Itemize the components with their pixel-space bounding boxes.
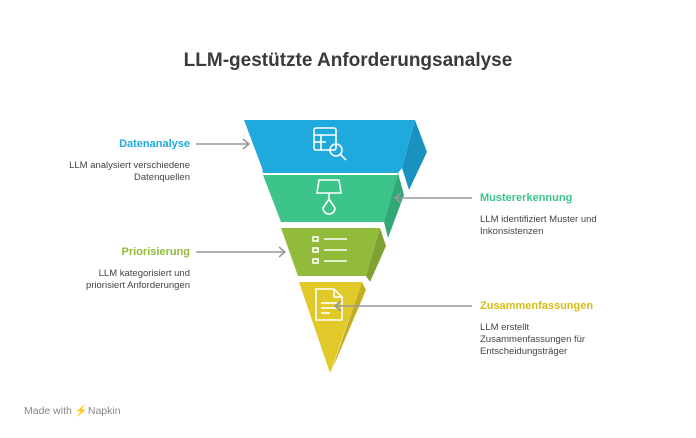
desc-line: Entscheidungsträger bbox=[480, 346, 568, 357]
stage-label-priorisierung: Priorisierung bbox=[121, 246, 190, 258]
connector-arrows bbox=[196, 138, 472, 312]
desc-line: LLM kategorisiert und bbox=[98, 268, 190, 279]
desc-line: priorisiert Anforderungen bbox=[85, 280, 190, 291]
document-icon bbox=[315, 288, 343, 321]
footer-made-with: Made with ⚡Napkin bbox=[24, 404, 121, 417]
stage-label-zusammenfassungen: Zusammenfassungen bbox=[480, 300, 594, 312]
stage-datenanalyse bbox=[244, 120, 427, 190]
made-with-text: Made with bbox=[24, 405, 72, 417]
desc-line: Zusammenfassungen für bbox=[480, 334, 586, 345]
lamp-icon bbox=[316, 179, 342, 215]
brand-name: Napkin bbox=[87, 405, 121, 417]
desc-line: LLM analysiert verschiedene bbox=[69, 160, 190, 171]
desc-line: LLM erstellt bbox=[480, 322, 530, 333]
page-title: LLM-gestützte Anforderungsanalyse bbox=[183, 50, 513, 71]
stage-label-datenanalyse: Datenanalyse bbox=[119, 138, 190, 150]
desc-line: Inkonsistenzen bbox=[480, 226, 544, 237]
stage-mustererkennung bbox=[263, 173, 404, 238]
table-search-icon bbox=[313, 127, 347, 161]
desc-line: Datenquellen bbox=[134, 172, 190, 183]
napkin-logo-icon: ⚡ bbox=[74, 405, 88, 417]
stage-zusammenfassungen bbox=[299, 282, 366, 373]
list-icon bbox=[312, 236, 347, 264]
stage-priorisierung bbox=[281, 228, 386, 282]
stage-label-mustererkennung: Mustererkennung bbox=[480, 192, 573, 204]
desc-line: LLM identifiziert Muster und bbox=[480, 214, 597, 225]
